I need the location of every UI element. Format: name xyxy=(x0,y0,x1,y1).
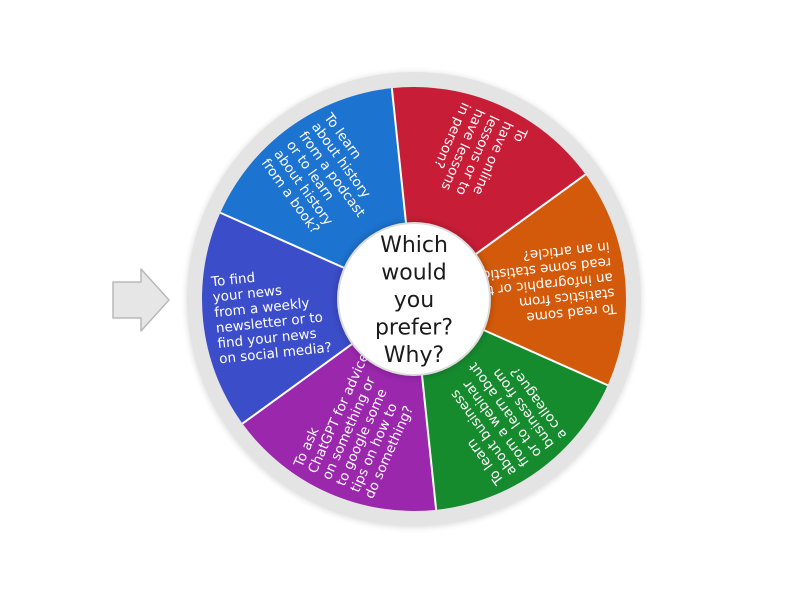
wheel-segment-5[interactable] xyxy=(202,212,414,424)
center-question-line: Why? xyxy=(384,343,444,368)
center-question-line: would xyxy=(381,261,446,286)
svg-text:To askChatGPT for adviceon som: To askChatGPT for adviceon something ort… xyxy=(290,344,429,502)
segment-label-line: To find xyxy=(209,270,256,291)
svg-text:To learnabout businessfrom a w: To learnabout businessfrom a webinaror t… xyxy=(428,341,571,489)
center-question-line: Which xyxy=(380,233,448,258)
segment-label-line: To xyxy=(510,124,531,144)
segment-label-3: To learnabout businessfrom a webinaror t… xyxy=(428,341,571,489)
segment-label-line: your news xyxy=(212,283,283,306)
wheel-segment-2[interactable] xyxy=(414,174,626,386)
center-question-line: prefer? xyxy=(375,316,453,341)
center-hub[interactable] xyxy=(337,222,491,376)
center-question-line: you xyxy=(394,288,434,313)
segment-label-4: To askChatGPT for adviceon something ort… xyxy=(290,344,429,502)
arrow-right-icon[interactable] xyxy=(112,268,170,332)
